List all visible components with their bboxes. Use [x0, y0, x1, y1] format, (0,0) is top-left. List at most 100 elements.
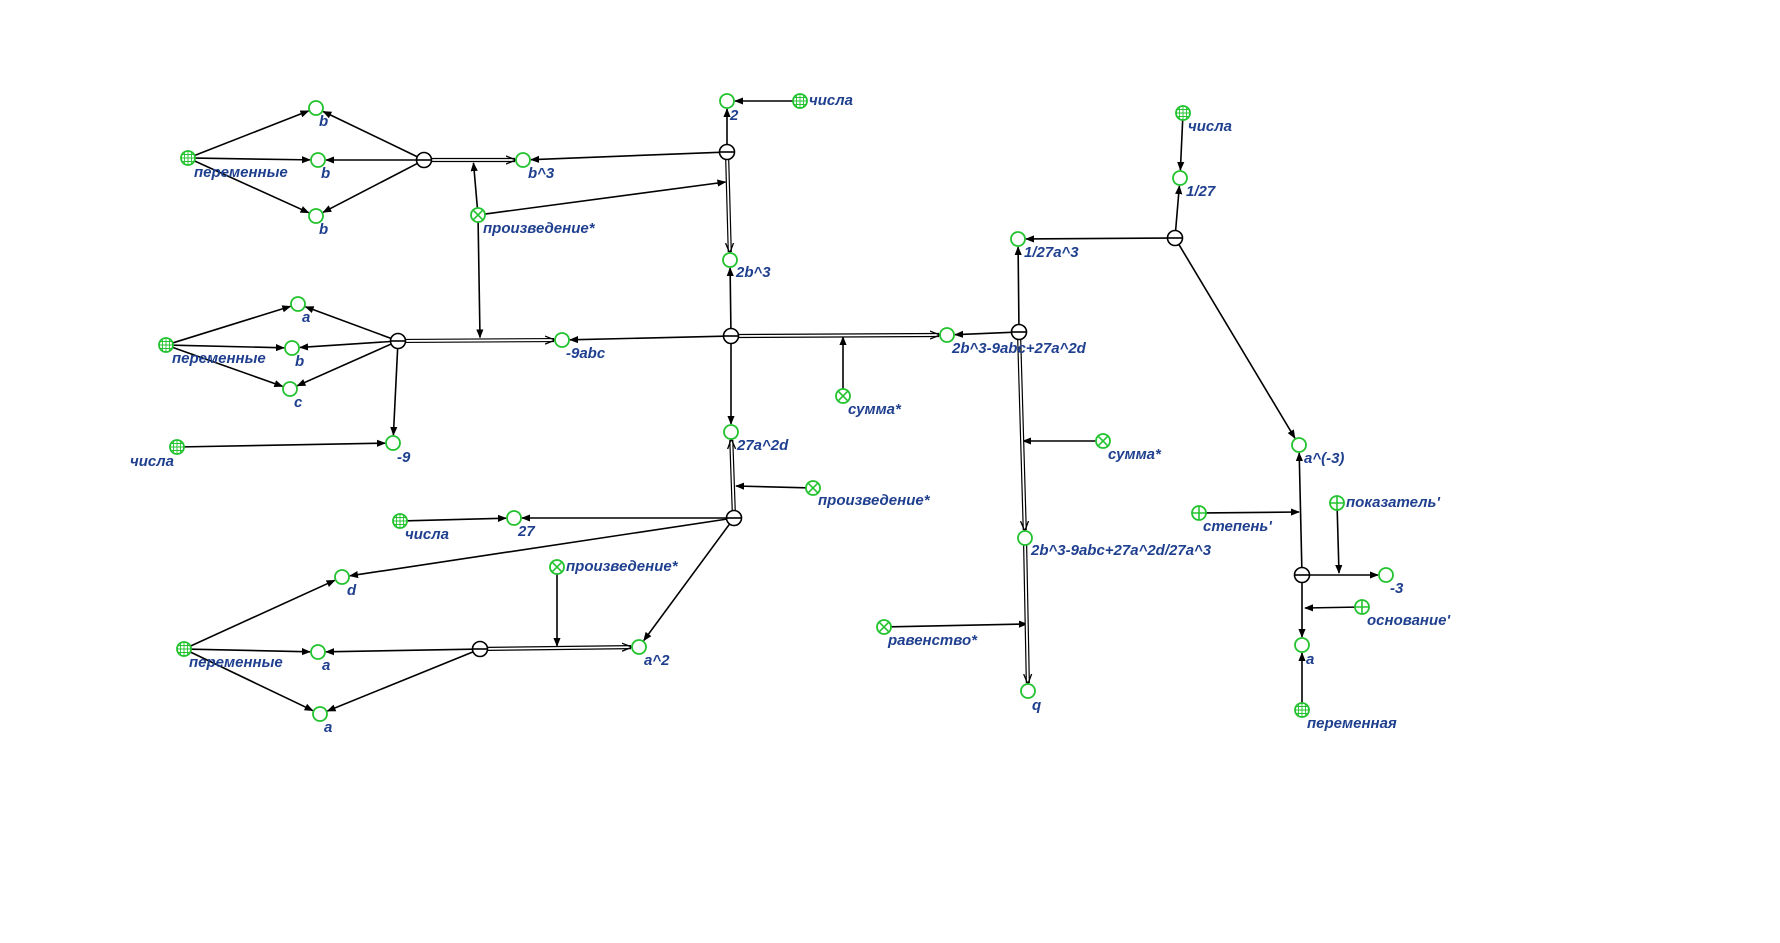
label-d: d — [347, 582, 357, 599]
edge-arrow-57 — [1335, 509, 1343, 574]
node-q[interactable] — [1020, 683, 1036, 699]
double-edge-47-inner — [1025, 544, 1028, 683]
label-b-bottom: b — [319, 221, 328, 238]
label-q: q — [1032, 697, 1041, 714]
edge-arrow-13 — [304, 306, 392, 340]
edge-arrow-56 — [1205, 508, 1300, 516]
node-2b3[interactable] — [722, 252, 738, 268]
double-edge-41-inner — [727, 159, 730, 252]
label-exponent: показатель' — [1346, 494, 1440, 511]
connector-sum-1[interactable] — [722, 327, 740, 345]
edge-arrow-12 — [172, 346, 284, 388]
label-sum-2: сумма* — [1108, 446, 1162, 463]
label-product-1: произведение* — [483, 220, 596, 237]
connector-b-cube[interactable] — [415, 151, 433, 169]
node-inverse-27a3[interactable] — [1010, 231, 1026, 247]
connector-inverse[interactable] — [1166, 229, 1184, 247]
class-node-variables-2[interactable] — [158, 337, 174, 353]
label-a-variable: a — [1306, 651, 1314, 668]
node-inverse-27[interactable] — [1172, 170, 1188, 186]
label-sum-1: сумма* — [848, 401, 902, 418]
label-expression: 2b^3-9abc+27a^2d — [951, 340, 1087, 357]
label-variable-single: переменная — [1307, 715, 1397, 732]
node-full-expression[interactable] — [1017, 530, 1033, 546]
edge-arrow-4 — [322, 110, 418, 158]
edges-layer — [172, 97, 1379, 712]
connector-power[interactable] — [1293, 566, 1311, 584]
label-c-1: c — [294, 394, 303, 411]
connector-division[interactable] — [1010, 323, 1028, 341]
label-a-2: a — [322, 657, 330, 674]
edge-arrow-30 — [325, 648, 473, 656]
edge-arrow-14 — [299, 340, 391, 351]
edge-arrow-21 — [954, 330, 1012, 338]
label-equality: равенство* — [887, 632, 978, 649]
connector-27a2d[interactable] — [725, 509, 743, 527]
label-inverse-27a3: 1/27a^3 — [1024, 244, 1079, 261]
edge-arrow-27 — [190, 579, 336, 647]
edge-arrow-10 — [172, 305, 292, 344]
edge-arrow-16 — [390, 348, 399, 436]
edge-arrow-15 — [296, 343, 392, 387]
edge-arrow-7 — [530, 151, 720, 163]
node-27a2d[interactable] — [723, 424, 739, 440]
edge-arrow-29 — [189, 651, 314, 712]
node-two[interactable] — [719, 93, 735, 109]
double-edges-layer — [405, 159, 1027, 683]
label-27: 27 — [517, 523, 535, 540]
edge-arrow-19 — [569, 335, 724, 344]
edge-arrow-1 — [194, 110, 310, 157]
edge-arrow-24 — [349, 518, 727, 579]
label-minus-3: -3 — [1390, 580, 1404, 597]
node-minus-9[interactable] — [385, 435, 401, 451]
label-inverse-27: 1/27 — [1186, 183, 1216, 200]
edge-arrow-31 — [326, 651, 474, 712]
class-node-numbers-top[interactable] — [792, 93, 808, 109]
edge-arrow-36 — [1295, 452, 1303, 568]
edge-arrow-18 — [726, 267, 734, 329]
node-a-variable[interactable] — [1294, 637, 1310, 653]
edge-arrow-34 — [1025, 235, 1168, 243]
connector-9abc[interactable] — [389, 332, 407, 350]
label-numbers-middle: числа — [405, 526, 449, 543]
edge-arrow-26 — [406, 514, 507, 523]
edge-arrow-25 — [643, 523, 731, 642]
label-b-middle: b — [321, 165, 330, 182]
role-node-exponent[interactable] — [1329, 495, 1345, 511]
edge-arrow-48 — [470, 162, 479, 209]
connector-a-square[interactable] — [471, 640, 489, 658]
edge-arrow-52 — [735, 482, 807, 490]
edge-arrow-17 — [183, 439, 386, 448]
label-minus-9: -9 — [397, 449, 411, 466]
label-variables-2: переменные — [172, 350, 266, 367]
label-a-pow-minus-3: a^(-3) — [1304, 450, 1344, 467]
label-numbers-top: числа — [809, 92, 853, 109]
edge-arrow-35 — [1178, 244, 1296, 439]
label-variables-3: переменные — [189, 654, 283, 671]
label-b-cube: b^3 — [528, 165, 555, 182]
label-product-3: произведение* — [566, 558, 679, 575]
label-a-square: a^2 — [644, 652, 670, 669]
edge-arrow-32 — [1177, 119, 1185, 171]
label-degree: степень' — [1203, 518, 1272, 535]
class-node-variables-1[interactable] — [180, 150, 196, 166]
edge-arrow-2 — [194, 156, 311, 164]
edge-arrow-11 — [172, 344, 285, 352]
connector-2b3[interactable] — [718, 143, 736, 161]
edge-arrow-50 — [484, 179, 727, 215]
edge-arrow-28 — [190, 648, 311, 656]
double-edge-44-inner — [731, 440, 733, 511]
edge-arrow-22 — [1014, 246, 1022, 325]
edge-arrow-6 — [322, 162, 418, 214]
label-b-top: b — [319, 113, 328, 130]
label-b-1: b — [295, 353, 304, 370]
edge-arrow-49 — [476, 221, 484, 339]
edge-arrow-33 — [1174, 185, 1183, 231]
relation-node-product-3[interactable] — [549, 559, 565, 575]
label-numbers-left: числа — [130, 453, 174, 470]
class-node-numbers-left[interactable] — [169, 439, 185, 455]
label-variables-1: переменные — [194, 164, 288, 181]
label-numbers-right: числа — [1188, 118, 1232, 135]
